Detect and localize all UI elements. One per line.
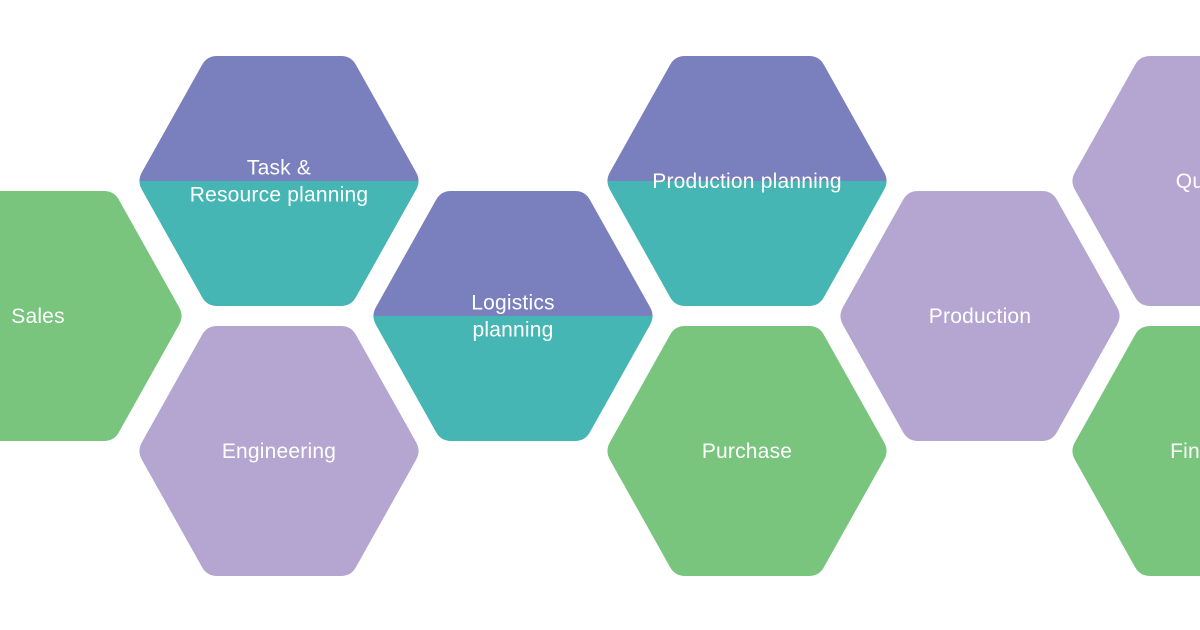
hex-node-task-resource-planning: Task & Resource planning: [139, 56, 419, 306]
hex-label-production: Production: [929, 305, 1031, 328]
hex-label-logistics-planning: Logistics: [471, 292, 555, 315]
hex-label-logistics-planning: planning: [472, 319, 553, 342]
hex-node-finance: Fin: [1072, 326, 1200, 576]
hex-node-production: Production: [840, 191, 1120, 441]
hex-node-purchase: Purchase: [607, 326, 887, 576]
hex-node-logistics-planning: Logistics planning: [373, 191, 653, 441]
hex-node-engineering: Engineering: [139, 326, 419, 576]
hex-shape: [1072, 326, 1200, 576]
hex-label-task-resource-planning: Resource planning: [190, 184, 369, 207]
hex-label-task-resource-planning: Task &: [247, 157, 311, 180]
hex-shape: [1072, 56, 1200, 306]
hex-node-production-planning: Production planning: [607, 56, 887, 306]
hex-shape: [0, 191, 182, 441]
hex-node-sales: Sales: [0, 191, 182, 441]
hex-label-finance: Fin: [1170, 440, 1200, 463]
hex-shape: [607, 326, 887, 576]
hex-label-production-planning: Production planning: [652, 170, 841, 193]
hex-bottom-half: [607, 181, 887, 306]
hex-label-sales: Sales: [11, 305, 65, 328]
hex-label-purchase: Purchase: [702, 440, 792, 463]
hex-node-quality: Qu: [1072, 56, 1200, 306]
hex-label-quality: Qu: [1176, 170, 1200, 193]
hex-shape: [840, 191, 1120, 441]
hex-label-engineering: Engineering: [222, 440, 336, 463]
hex-top-half: [607, 56, 887, 181]
hex-shape: [139, 326, 419, 576]
